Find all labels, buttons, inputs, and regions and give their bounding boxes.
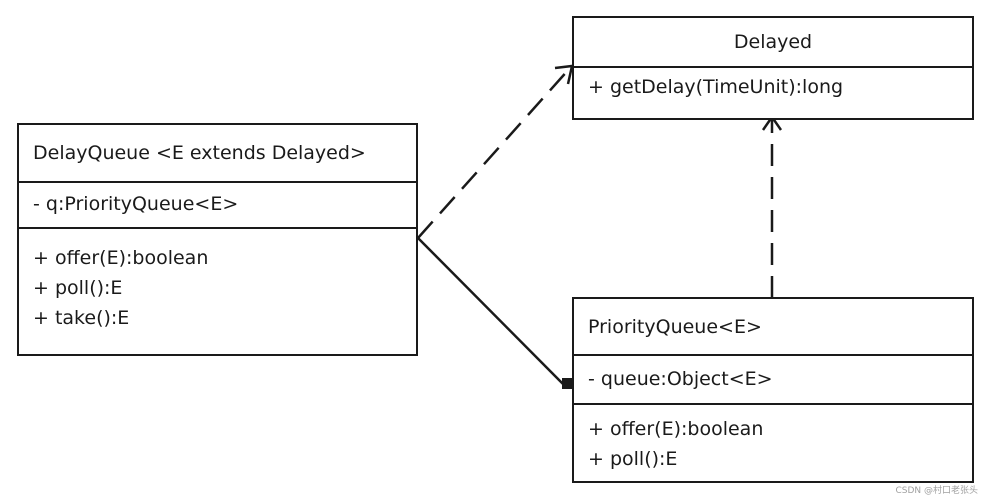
methods-section: + offer(E):boolean + poll():E + take():E [19,229,416,333]
method: + poll():E [588,448,678,470]
class-name: Delayed [733,31,813,53]
attribute: - queue:Object<E> [588,368,773,390]
class-name-section: Delayed [574,18,972,68]
attributes-section: - queue:Object<E> [574,356,972,405]
method: + offer(E):boolean [588,418,764,440]
methods-section: + getDelay(TimeUnit):long [574,68,972,102]
class-name-section: PriorityQueue<E> [574,299,972,356]
attributes-section: - q:PriorityQueue<E> [19,183,416,229]
class-name: DelayQueue <E extends Delayed> [33,142,366,164]
class-name: PriorityQueue<E> [588,315,762,338]
method: + poll():E [33,277,123,299]
class-delayqueue[interactable]: DelayQueue <E extends Delayed> - q:Prior… [17,123,418,356]
method: + offer(E):boolean [33,247,209,269]
composition-diamond-icon [562,378,573,389]
watermark: CSDN @村口老张头 [895,486,978,496]
composition-line-delayqueue-priorityqueue [417,237,564,385]
attribute: - q:PriorityQueue<E> [33,193,239,215]
class-priorityqueue[interactable]: PriorityQueue<E> - queue:Object<E> + off… [572,297,974,483]
dependency-arrow-delayqueue-delayed [417,67,571,239]
class-delayed[interactable]: Delayed + getDelay(TimeUnit):long [572,16,974,120]
method: + take():E [33,307,130,329]
methods-section: + offer(E):boolean + poll():E [574,405,972,474]
method: + getDelay(TimeUnit):long [588,76,844,98]
class-name-section: DelayQueue <E extends Delayed> [19,125,416,183]
